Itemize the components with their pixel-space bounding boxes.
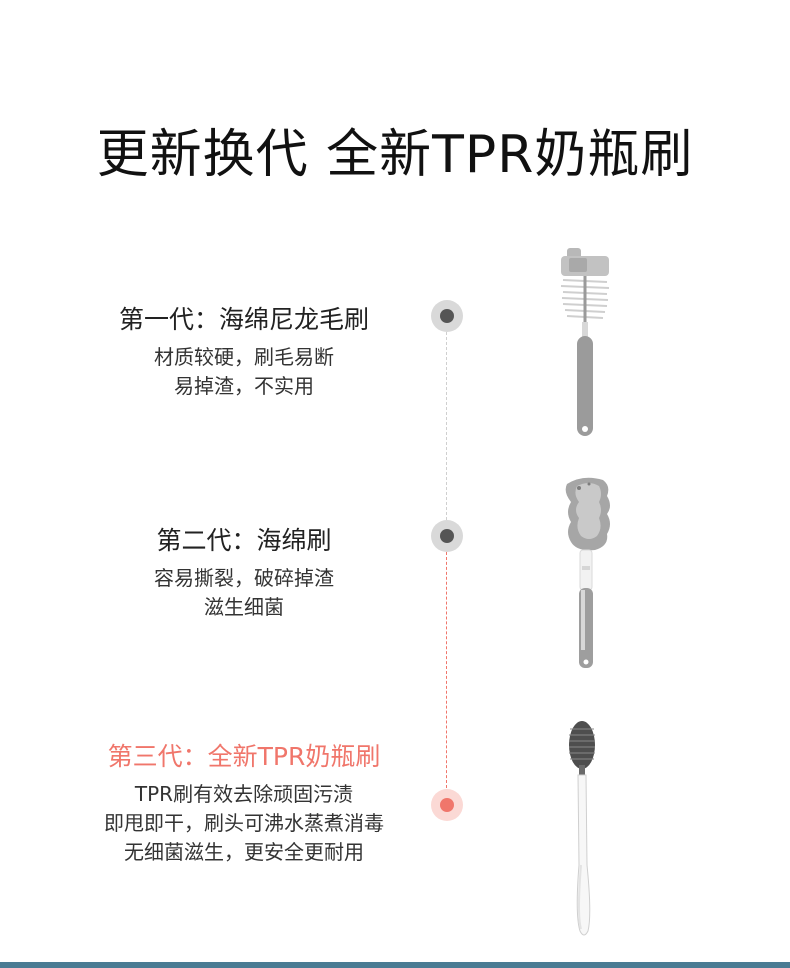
sponge-brush-image xyxy=(565,477,610,668)
gen1-desc-line-2: 易掉渣，不实用 xyxy=(174,374,314,398)
gen2-desc-line-1: 容易撕裂，破碎掉渣 xyxy=(154,566,334,590)
page-title: 更新换代 全新TPR奶瓶刷 xyxy=(96,125,694,185)
timeline-line-red xyxy=(446,552,447,788)
gen3-title: 第三代：全新TPR奶瓶刷 xyxy=(107,742,381,771)
gen1-description: 材质较硬，刷毛易断 易掉渣，不实用 xyxy=(0,343,494,401)
bottom-accent-bar xyxy=(0,962,790,968)
gen2-desc-line-2: 滋生细菌 xyxy=(204,595,284,619)
timeline-node-1 xyxy=(431,300,463,332)
gen3-desc-line-2: 即甩即干，刷头可沸水蒸煮消毒 xyxy=(104,811,384,835)
timeline-line-gray xyxy=(446,332,447,520)
nylon-sponge-brush-image xyxy=(560,248,610,436)
gen2-description: 容易撕裂，破碎掉渣 滋生细菌 xyxy=(0,564,494,622)
gen3-desc-line-1: TPR刷有效去除顽固污渍 xyxy=(134,782,354,806)
gen1-title: 第一代：海绵尼龙毛刷 xyxy=(118,305,369,334)
gen2-title: 第二代：海绵刷 xyxy=(156,526,332,555)
gen3-description: TPR刷有效去除顽固污渍 即甩即干，刷头可沸水蒸煮消毒 无细菌滋生，更安全更耐用 xyxy=(0,780,494,867)
tpr-silicone-brush-image xyxy=(569,721,595,936)
timeline-node-2 xyxy=(431,520,463,552)
gen1-desc-line-1: 材质较硬，刷毛易断 xyxy=(154,345,334,369)
gen3-desc-line-3: 无细菌滋生，更安全更耐用 xyxy=(124,840,364,864)
timeline-node-3 xyxy=(431,789,463,821)
